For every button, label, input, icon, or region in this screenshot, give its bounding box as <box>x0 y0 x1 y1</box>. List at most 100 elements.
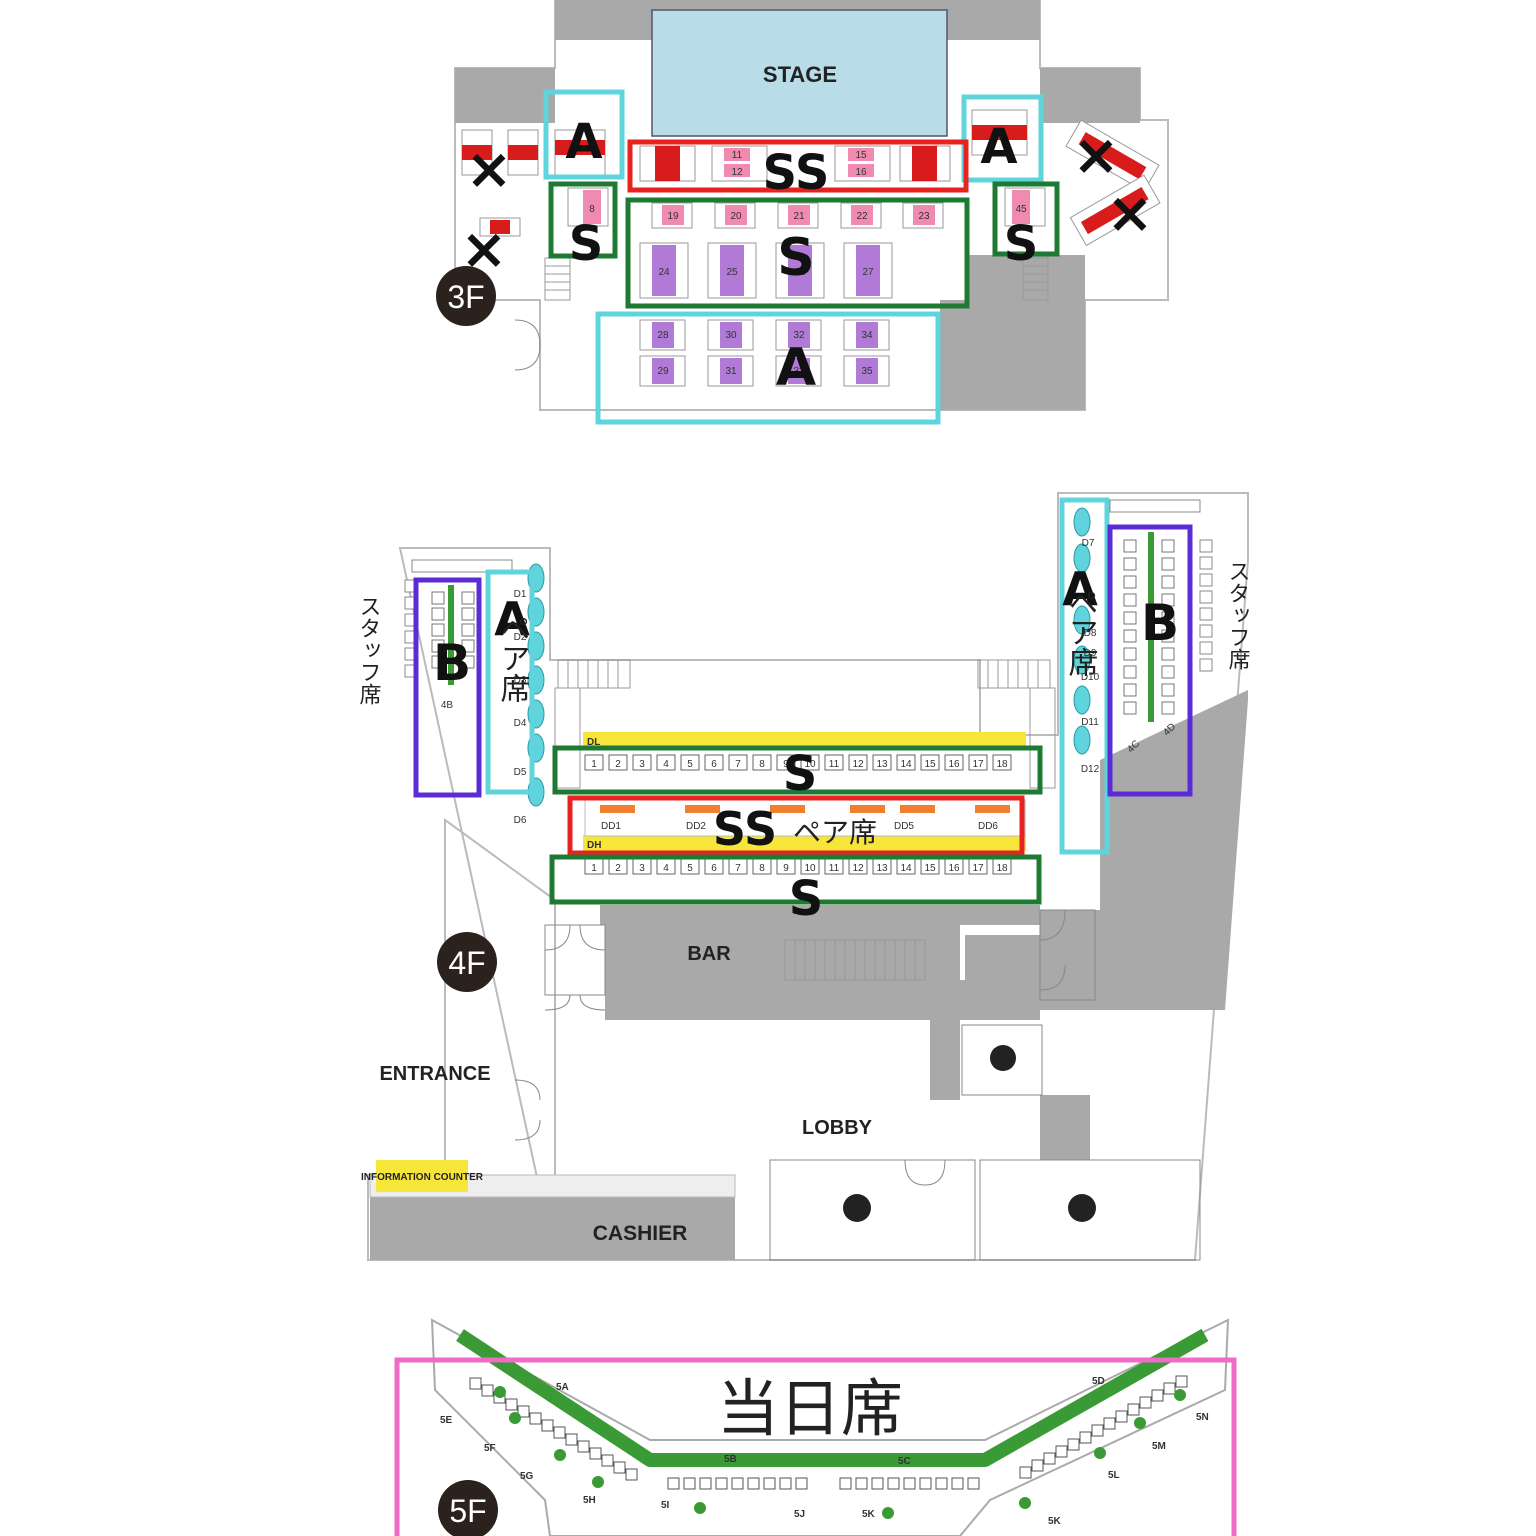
seat-number: 18 <box>996 759 1008 770</box>
floor5-outline <box>430 1318 1230 1536</box>
block-label: 5A <box>556 1382 569 1393</box>
d-seat-label: D7 <box>1082 538 1095 549</box>
seat-number: 5 <box>687 759 693 770</box>
seat <box>839 1477 852 1490</box>
entrance-label: ENTRANCE <box>379 1063 490 1085</box>
floor3-rear-tables: 28 30 32 34 29 31 33 35 <box>639 319 890 387</box>
pair-label-left: ペア席 <box>495 613 531 703</box>
wheelchair-icon <box>990 1045 1016 1071</box>
seat <box>632 754 652 771</box>
seat-dot <box>1019 1497 1031 1509</box>
seat <box>1115 1410 1128 1423</box>
dd-label: DD5 <box>894 821 914 832</box>
block-label: 5G <box>520 1471 534 1482</box>
seat <box>951 1477 964 1490</box>
d-seat-label: D9 <box>1084 648 1097 659</box>
table-label: 11 <box>732 150 743 161</box>
table-label: 31 <box>725 366 737 377</box>
seat-number: 11 <box>829 863 840 874</box>
floor4-wall-right <box>1040 690 1248 1010</box>
dl-label: DL <box>587 737 600 748</box>
grade-a-rear: A <box>776 338 816 398</box>
lobby-label: LOBBY <box>802 1117 873 1139</box>
seat-number: 12 <box>852 863 864 874</box>
grade-b-right: B <box>1141 594 1179 652</box>
grade-box-a-left <box>543 89 625 180</box>
block-label: 5I <box>661 1500 670 1511</box>
info-counter-sign <box>376 1160 468 1192</box>
seat <box>935 1477 948 1490</box>
seat <box>683 1477 696 1490</box>
seat <box>920 754 940 771</box>
grade-box-s-left <box>548 181 618 259</box>
table-label: 26 <box>794 267 806 278</box>
d-seat-label: D3 <box>514 675 527 686</box>
seat <box>731 1477 744 1490</box>
today-grade-box <box>394 1357 1237 1536</box>
seat-dot <box>592 1476 604 1488</box>
floor4-lobby-divider <box>1040 1095 1090 1160</box>
block-label: 5B <box>724 1454 737 1465</box>
seat <box>1067 1438 1080 1451</box>
seat <box>613 1461 626 1474</box>
b-right-seats <box>1123 539 1175 715</box>
block-label: 5J <box>794 1509 805 1520</box>
seat-number: 17 <box>972 759 984 770</box>
seat-number: 15 <box>924 863 936 874</box>
seat <box>553 1426 566 1439</box>
staff-label-right: スタッフ席 <box>1225 560 1251 670</box>
seat <box>715 1477 728 1490</box>
seat-number: 14 <box>900 863 912 874</box>
seat <box>1127 1403 1140 1416</box>
seat <box>565 1433 578 1446</box>
dh-strip <box>583 835 1026 851</box>
b-left-seats <box>431 591 475 669</box>
pair-label-right: ペア席 <box>1063 587 1099 677</box>
table-label: 8 <box>589 204 595 215</box>
seat <box>625 1468 638 1481</box>
table-label: 32 <box>793 330 805 341</box>
cashier-label: CASHIER <box>593 1222 688 1245</box>
unavailable-mark: × <box>466 137 513 202</box>
floor3-badge <box>436 266 496 326</box>
block-label: 5N <box>1196 1412 1209 1423</box>
seat-dot <box>694 1502 706 1514</box>
seat-dot <box>1094 1447 1106 1459</box>
seat <box>968 754 988 771</box>
grade-box-a-right4 <box>1059 497 1110 855</box>
seat-number: 16 <box>948 863 960 874</box>
seat <box>763 1477 776 1490</box>
seat <box>589 1447 602 1460</box>
seat-dot <box>1134 1417 1146 1429</box>
table-label: 21 <box>793 211 805 222</box>
grade-s-top: S <box>783 746 818 802</box>
grade-box-ss <box>627 139 969 193</box>
seat <box>855 1477 868 1490</box>
seat-number: 10 <box>804 863 816 874</box>
seat-number: 4 <box>663 863 669 874</box>
seat-number: 7 <box>735 863 741 874</box>
d-seat-label: D6 <box>514 815 527 826</box>
d-seat-label: D4 <box>514 718 527 729</box>
floor3-door <box>514 319 541 371</box>
floor4-cashier-wall <box>370 1195 735 1260</box>
d-seat-label: D2 <box>514 632 527 643</box>
seat <box>747 1477 760 1490</box>
seat-number: 15 <box>924 759 936 770</box>
grade-ss4-suffix: ペア席 <box>793 816 877 849</box>
seat-number: 13 <box>876 759 888 770</box>
seat <box>871 1477 884 1490</box>
seat <box>541 1419 554 1432</box>
seat <box>481 1384 494 1397</box>
floor5-arc-seats <box>469 1375 1188 1519</box>
seat <box>584 754 604 771</box>
seat <box>779 1477 792 1490</box>
block-label: 5E <box>440 1415 453 1426</box>
today-grade-label: 当日席 <box>717 1372 903 1445</box>
info-counter-label: INFORMATION COUNTER <box>361 1172 484 1183</box>
grade-box-a-rear <box>595 311 941 425</box>
seat-dot <box>1174 1389 1186 1401</box>
pair-seats-right <box>1073 507 1091 755</box>
seat-number: 8 <box>759 759 765 770</box>
floor4-bar-wall <box>605 980 965 1020</box>
